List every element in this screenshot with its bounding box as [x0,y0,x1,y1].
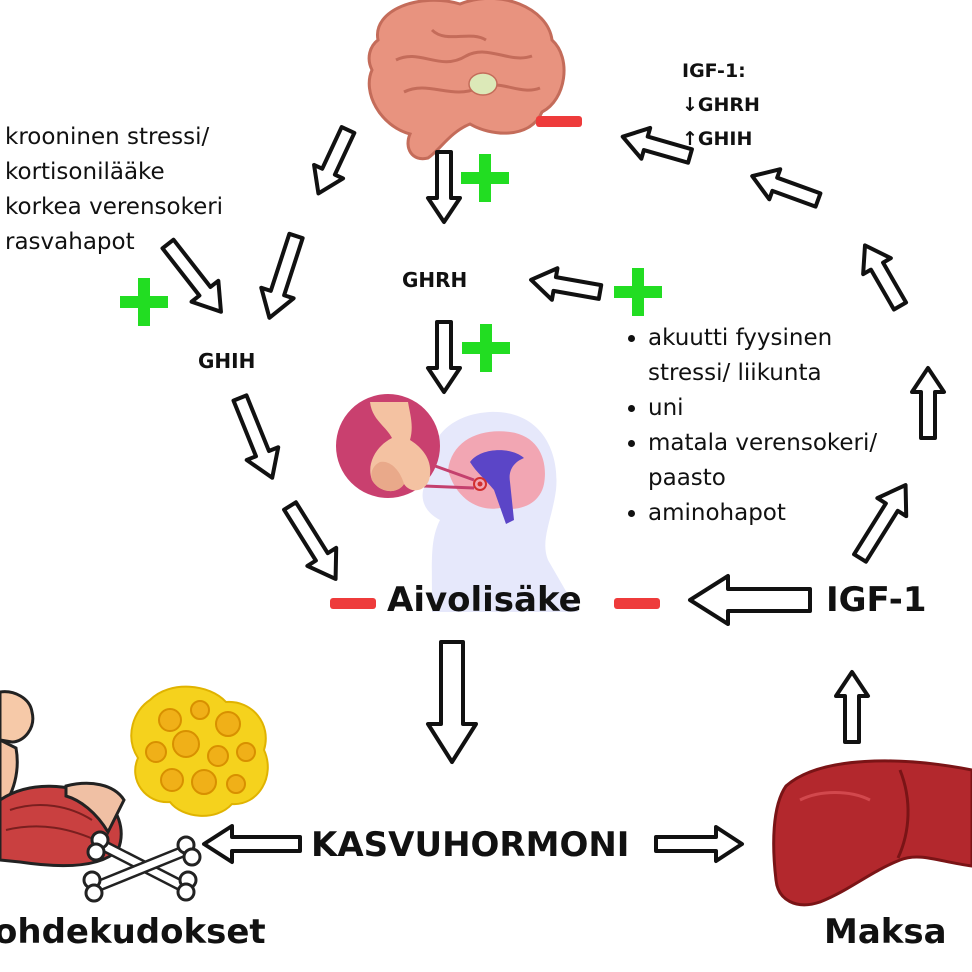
igf-feedback-title: IGF-1: [682,60,746,82]
inhibitors-text: krooninen stressi/ kortisonilääke korkea… [5,120,223,260]
stimulators-list: akuutti fyysinen stressi/ liikunta uni m… [624,321,877,531]
ghrh-label: GHRH [402,268,468,292]
arrow-igf-to-brain-3 [849,235,916,316]
plus-icon [462,324,510,372]
ghih-label: GHIH [198,349,256,373]
minus-signs [330,116,660,609]
arrow-ghrh-to-pituitary [426,320,462,394]
igf1-label: IGF-1 [826,580,927,620]
arrow-igf-to-pituitary [688,574,812,626]
inhibitor-line: korkea verensokeri [5,194,224,220]
arrow-igf-to-brain-2 [744,159,826,218]
inhibitor-line: kortisonilääke [5,159,165,185]
pituitary-head-icon [336,394,578,612]
stimulator-item: akuutti fyysinen stressi/ liikunta [624,321,877,391]
stimulator-item: matala verensokeri/ paasto [624,426,877,496]
arrows [152,119,946,864]
liver-label: Maksa [824,912,947,952]
inhibitor-line: krooninen stressi/ [5,124,210,150]
inhibitor-line: rasvahapot [5,229,135,255]
brain-icon [367,0,566,161]
bones-icon [82,830,202,903]
target-tissues-label: ohdekudokset [0,912,266,952]
minus-icon [330,598,376,609]
arrow-igf-up-1 [910,366,946,440]
arrow-brain-to-ghih-2 [251,228,315,326]
liver-icon [772,759,972,907]
stimulator-line: akuutti fyysinen [648,325,833,351]
stimulator-line: stressi/ liikunta [648,360,822,386]
arrow-brain-to-ghih [301,121,365,203]
arrow-ghih-to-pituitary-1 [222,389,290,487]
arrow-gh-to-tissues [202,824,302,864]
minus-icon [536,116,582,127]
plus-icon [461,154,509,202]
pituitary-label: Aivolisäke [387,580,582,620]
plus-icon [614,268,662,316]
stimulator-item: aminohapot [624,496,877,531]
arrow-stimulators-to-ghrh [526,262,605,310]
plus-signs [120,154,662,372]
fat-cells-icon [130,685,269,817]
stimulator-item: uni [624,391,877,426]
igf-feedback-text: IGF-1: ↓GHRH ↑GHIH [682,54,760,156]
minus-icon [614,598,660,609]
arrow-liver-to-igf [834,670,870,744]
igf-feedback-up: ↑GHIH [682,128,753,150]
arrow-ghih-to-pituitary-2 [273,494,352,590]
arrow-brain-to-ghrh [426,150,462,224]
arrow-pituitary-to-gh [426,640,478,764]
stimulator-line: paasto [648,465,726,491]
igf-feedback-down: ↓GHRH [682,94,760,116]
growth-hormone-label: KASVUHORMONI [311,825,630,865]
arrow-gh-to-liver [654,825,744,863]
plus-icon [120,278,168,326]
stimulator-line: matala verensokeri/ [648,430,878,456]
